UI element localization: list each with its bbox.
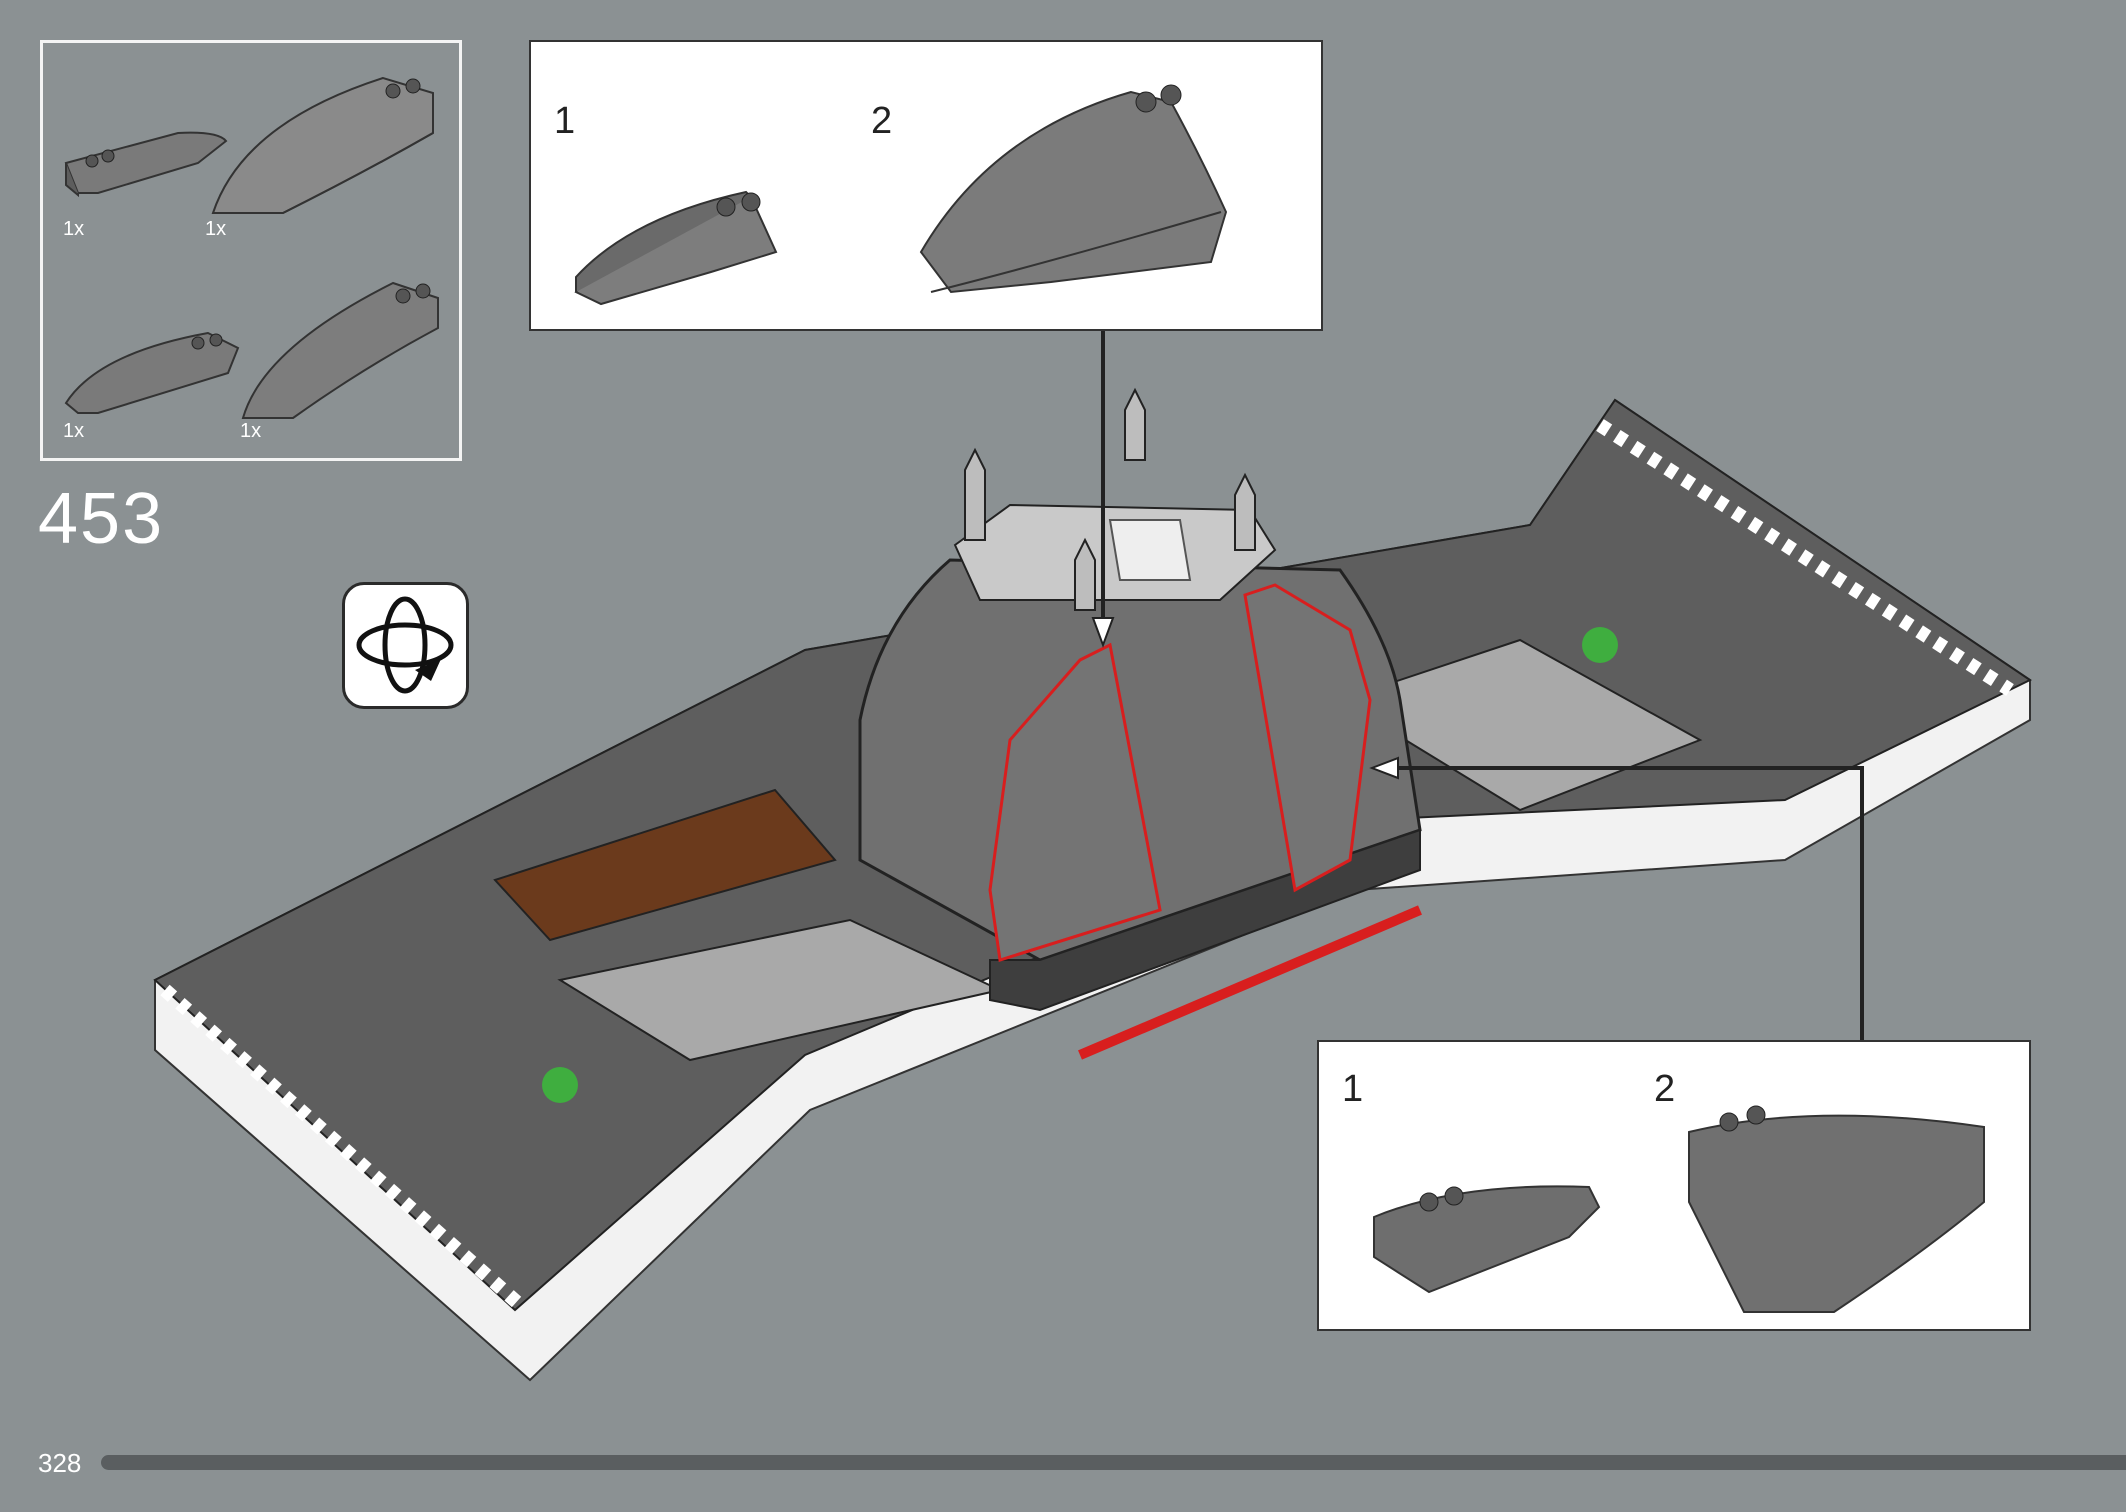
curved-brick-icon [1688, 1105, 1985, 1313]
sub-step-label: 1 [554, 100, 576, 142]
slope-brick-icon [574, 190, 778, 306]
sub-step-label: 1 [1342, 1068, 1364, 1110]
step-number: 453 [38, 479, 165, 559]
curved-brick-icon [919, 84, 1228, 294]
slope-brick-icon [1373, 1185, 1601, 1294]
sub-assembly-callout-bottom: 1 2 [1317, 1040, 2031, 1331]
part-qty: 1x [240, 420, 262, 442]
progress-bar [101, 1455, 2126, 1470]
part-qty: 1x [205, 218, 227, 240]
part-slope-wedge-small-icon [64, 131, 228, 198]
part-qty: 1x [63, 420, 85, 442]
part-curved-wedge-large-right-icon [241, 281, 439, 419]
sub-step-label: 2 [871, 100, 893, 142]
part-curved-wedge-large-icon [211, 76, 434, 214]
sub-step-label: 2 [1654, 1068, 1676, 1110]
page-number: 328 [38, 1448, 82, 1478]
part-qty: 1x [63, 218, 85, 240]
sub-assembly-callout-top: 1 2 [529, 40, 1323, 331]
part-slope-wedge-small-right-icon [64, 331, 240, 414]
rotate-model-icon [342, 582, 469, 709]
parts-list-box: 1x 1x 1x 1x [40, 40, 462, 461]
